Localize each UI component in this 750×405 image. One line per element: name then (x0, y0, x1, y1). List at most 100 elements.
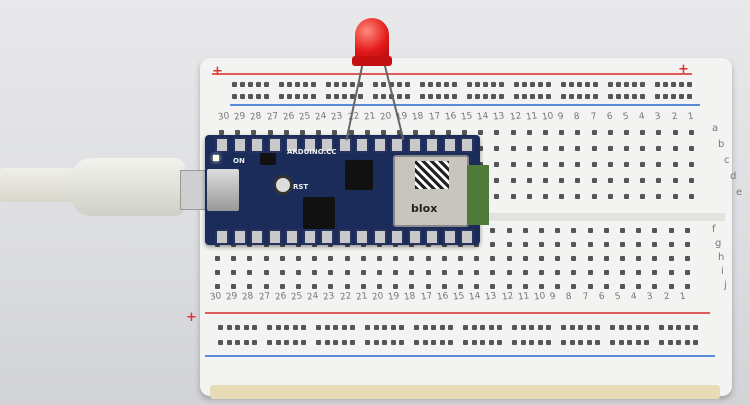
header-pin (337, 137, 352, 153)
rail-hole (311, 94, 316, 99)
column-number: 7 (589, 111, 597, 123)
rail-hole (436, 82, 441, 87)
hole (377, 284, 382, 289)
header-pin (372, 137, 387, 153)
hole (620, 284, 625, 289)
hole (510, 146, 516, 151)
row-letter: d (730, 171, 737, 182)
column-number: 29 (233, 111, 247, 123)
rail-hole (635, 325, 641, 330)
rail-hole (264, 82, 269, 87)
hole (490, 242, 496, 247)
hole (652, 228, 658, 233)
hole (624, 162, 629, 167)
rail-hole (295, 94, 300, 99)
column-number: 1 (687, 111, 695, 123)
header-pin (267, 137, 282, 153)
hole (559, 178, 565, 183)
rail-hole (240, 94, 245, 99)
hole (328, 284, 334, 289)
hole (296, 284, 301, 289)
rail-hole (467, 94, 472, 99)
header-pin (425, 229, 439, 245)
header-pin (267, 229, 282, 245)
rail-hole (593, 82, 598, 87)
header-pin (460, 137, 474, 153)
negative-rail-line (230, 104, 700, 106)
hole (219, 130, 224, 135)
rail-hole (640, 82, 645, 87)
hole (510, 130, 516, 135)
rail-hole (414, 340, 419, 345)
hole (607, 194, 613, 199)
rail-hole (232, 94, 237, 99)
hole (575, 162, 581, 167)
rail-hole (405, 82, 410, 87)
rail-hole (431, 325, 436, 330)
header-pin (390, 137, 404, 153)
rail-hole (610, 340, 615, 345)
hole (555, 242, 561, 247)
hole (215, 256, 220, 261)
rail-hole (243, 340, 249, 345)
hole (425, 270, 431, 275)
rail-hole (616, 94, 621, 99)
negative-rail-line (205, 355, 715, 357)
hole (526, 146, 532, 151)
column-number: 26 (282, 111, 295, 123)
hole (328, 256, 334, 261)
rail-hole (480, 340, 485, 345)
rail-hole (365, 325, 370, 330)
column-number: 25 (290, 291, 304, 303)
rail-hole (326, 82, 331, 87)
rail-hole (475, 94, 480, 99)
rail-hole (627, 340, 632, 345)
rail-hole (341, 340, 347, 345)
rail-hole (569, 340, 575, 345)
column-number: 26 (274, 291, 287, 303)
hole (656, 178, 662, 183)
row-letter: a (712, 123, 719, 134)
rail-hole (529, 340, 534, 345)
hole (539, 228, 544, 233)
rail-hole (381, 82, 386, 87)
hole (620, 256, 625, 261)
hole (656, 130, 662, 135)
hole (474, 284, 480, 289)
hole (672, 130, 678, 135)
rail-hole (390, 340, 396, 345)
rail-hole (284, 340, 289, 345)
hole (263, 256, 269, 261)
hole (684, 270, 690, 275)
on-label: ON (233, 157, 245, 165)
rail-hole (333, 325, 338, 330)
hole (636, 228, 642, 233)
rail-hole (595, 340, 600, 345)
rail-hole (463, 340, 468, 345)
reset-button[interactable] (273, 175, 293, 195)
hole (377, 256, 382, 261)
rail-hole (585, 82, 590, 87)
antenna (467, 165, 489, 225)
rail-hole (693, 325, 698, 330)
rail-hole (561, 82, 566, 87)
plus-sign: + (678, 62, 689, 77)
rail-hole (610, 325, 615, 330)
column-number: 27 (265, 111, 279, 123)
column-number: 3 (646, 291, 654, 303)
column-number: 7 (581, 291, 589, 303)
ublox-logo: blox (411, 202, 438, 215)
rail-hole (546, 325, 551, 330)
rail-hole (687, 82, 692, 87)
hole (296, 270, 301, 275)
rst-label: RST (293, 183, 309, 191)
hole (591, 146, 597, 151)
row-letter: h (718, 252, 725, 263)
column-number: 18 (411, 111, 425, 123)
header-pin (250, 229, 264, 245)
column-number: 23 (330, 111, 344, 123)
rail-hole (292, 325, 298, 330)
rail-hole (512, 325, 517, 330)
rail-hole (676, 340, 681, 345)
hole (279, 256, 285, 261)
